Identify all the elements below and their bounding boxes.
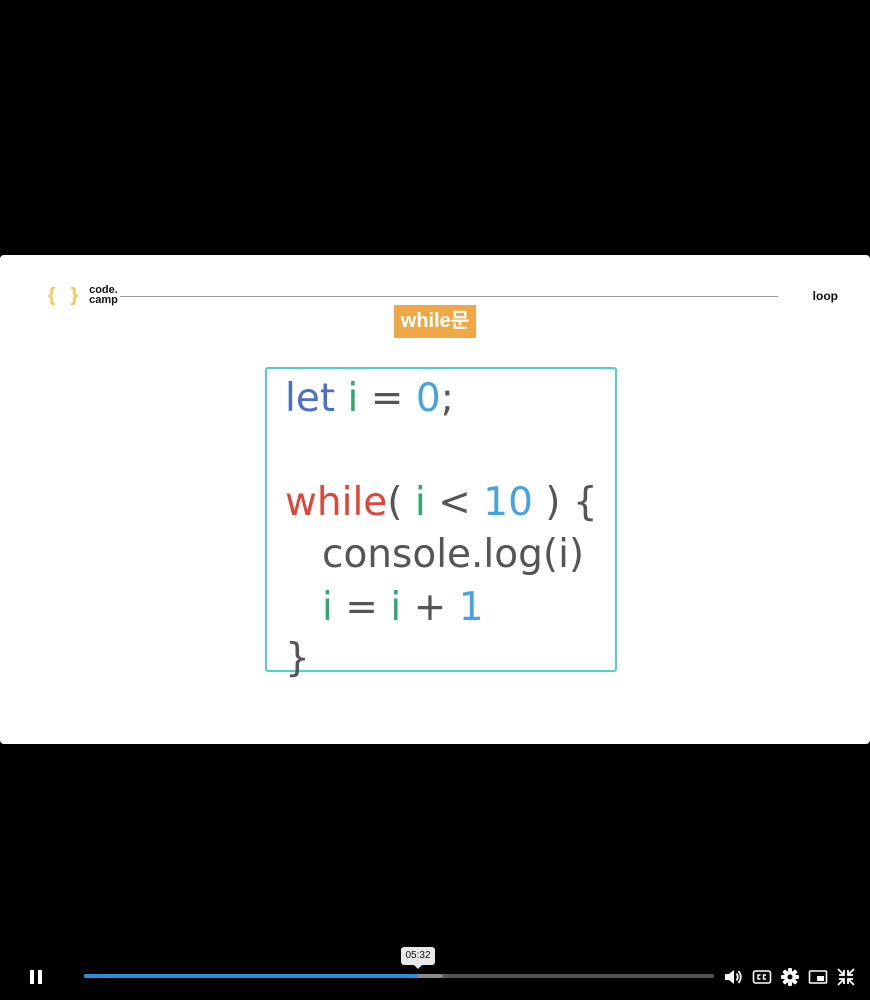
settings-icon[interactable] bbox=[779, 966, 801, 988]
logo-text-line1: code. bbox=[89, 284, 118, 296]
progress-played bbox=[84, 974, 418, 978]
section-badge: while문 bbox=[394, 305, 476, 338]
code-token: 1 bbox=[458, 585, 484, 630]
header-divider bbox=[120, 296, 778, 297]
logo-braces-mark: { } bbox=[48, 284, 84, 306]
code-token: i bbox=[414, 480, 426, 525]
code-token: let bbox=[285, 376, 336, 421]
code-line-4: console.log(i) bbox=[322, 532, 585, 577]
code-token: i bbox=[347, 376, 359, 421]
video-frame[interactable]: { } code. camp loop while문 let i = 0; wh… bbox=[0, 255, 870, 744]
code-token: ; bbox=[440, 376, 454, 421]
code-line-3: while( i < 10 ) { bbox=[285, 481, 598, 525]
code-token: ) bbox=[545, 480, 561, 525]
code-token: = bbox=[345, 585, 378, 630]
code-line-5: i = i + 1 bbox=[322, 586, 484, 630]
code-token: i bbox=[390, 585, 402, 630]
code-token: < bbox=[438, 480, 471, 525]
code-token: = bbox=[370, 376, 404, 421]
code-token: 0 bbox=[415, 376, 441, 421]
logo-text-line2: camp bbox=[89, 294, 118, 306]
exit-fullscreen-icon[interactable] bbox=[835, 966, 857, 988]
code-line-6: } bbox=[285, 636, 310, 681]
code-line-1: let i = 0; bbox=[285, 377, 454, 421]
code-token: { bbox=[572, 480, 598, 525]
code-token: while bbox=[285, 480, 388, 525]
volume-icon[interactable] bbox=[722, 966, 744, 988]
topic-label: loop bbox=[812, 289, 838, 303]
player-controls: 05:32 bbox=[0, 945, 870, 1000]
code-token: + bbox=[413, 585, 447, 630]
pause-icon[interactable] bbox=[26, 967, 46, 987]
captions-icon[interactable] bbox=[751, 966, 773, 988]
code-box: let i = 0; while( i < 10 ) { console.log… bbox=[265, 367, 617, 681]
codecamp-logo: { } code. camp bbox=[48, 284, 118, 306]
pip-icon[interactable] bbox=[807, 966, 829, 988]
code-token: 10 bbox=[483, 480, 533, 525]
code-token: i bbox=[322, 585, 333, 630]
hover-time-tooltip: 05:32 bbox=[401, 947, 435, 969]
code-token: ( bbox=[387, 480, 403, 525]
progress-bar[interactable] bbox=[84, 974, 714, 978]
